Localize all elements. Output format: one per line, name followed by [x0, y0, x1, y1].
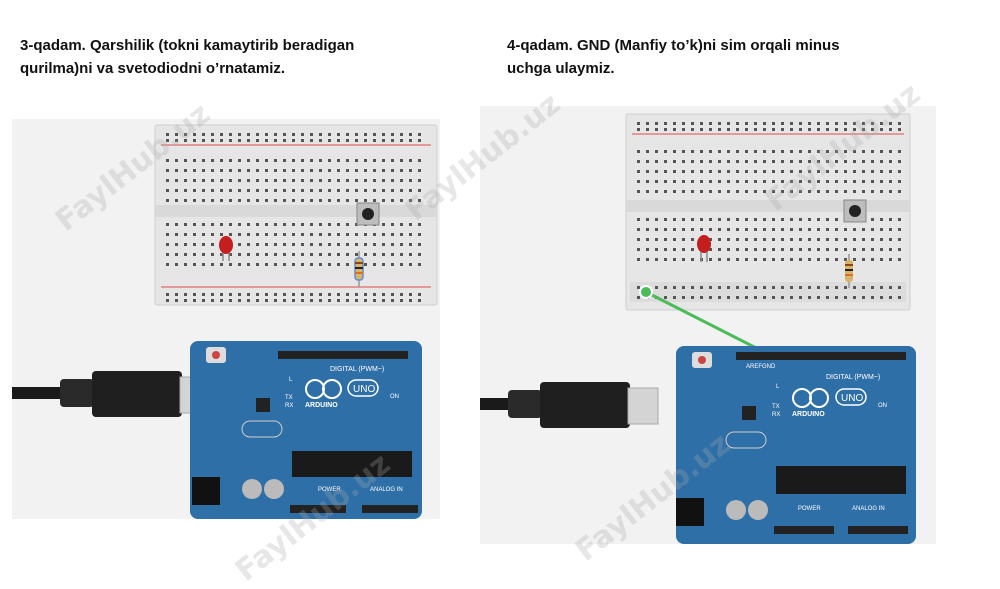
arduino-board: DIGITAL (PWM~) L TX RX ARDUINO UNO ON PO…	[190, 341, 422, 519]
resistor	[354, 251, 364, 287]
breadboard	[154, 124, 438, 306]
pin-rx-label: RX	[772, 412, 780, 418]
arduino-board: AREF GND DIGITAL (PWM~) L TX RX ARDUINO …	[676, 346, 916, 544]
gnd-label: GND	[762, 364, 776, 370]
aref-label: AREF	[746, 364, 762, 370]
step-3-line-2: qurilma)ni va svetodiodni o’rnatamiz.	[20, 60, 286, 77]
push-button	[843, 199, 867, 223]
on-led-label: ON	[878, 403, 887, 409]
usb-cable	[480, 382, 659, 428]
step-3-instruction: 3-qadam. Qarshilik (tokni kamaytirib ber…	[20, 34, 440, 80]
power-label: POWER	[798, 506, 821, 512]
analog-label: ANALOG IN	[370, 487, 403, 493]
pin-rx-label: RX	[285, 403, 293, 409]
power-label: POWER	[318, 487, 341, 493]
arduino-model: UNO	[353, 384, 375, 395]
step-3-circuit-image: DIGITAL (PWM~) L TX RX ARDUINO UNO ON PO…	[12, 119, 440, 519]
arduino-model: UNO	[841, 393, 863, 404]
arduino-brand: ARDUINO	[305, 402, 338, 409]
digital-label: DIGITAL (PWM~)	[330, 366, 384, 373]
arduino-brand: ARDUINO	[792, 411, 825, 418]
step-4-line-1: 4-qadam. GND (Manfiy to’k)ni sim orqali …	[507, 37, 840, 54]
push-button	[356, 202, 380, 226]
step-3-line-1: 3-qadam. Qarshilik (tokni kamaytirib ber…	[20, 37, 355, 54]
resistor	[845, 254, 853, 288]
step-4-instruction: 4-qadam. GND (Manfiy to’k)ni sim orqali …	[507, 34, 927, 80]
on-led-label: ON	[390, 394, 399, 400]
led-red	[697, 235, 711, 262]
pin-l-label: L	[289, 377, 293, 383]
usb-cable	[12, 371, 211, 417]
analog-label: ANALOG IN	[852, 506, 885, 512]
step-4-circuit-image: AREF GND DIGITAL (PWM~) L TX RX ARDUINO …	[480, 106, 936, 544]
pin-tx-label: TX	[285, 395, 293, 401]
led-red	[219, 236, 233, 261]
pin-tx-label: TX	[772, 404, 780, 410]
step-4-line-2: uchga ulaymiz.	[507, 60, 615, 77]
breadboard	[625, 113, 911, 311]
pin-l-label: L	[776, 384, 780, 390]
digital-label: DIGITAL (PWM~)	[826, 374, 880, 381]
